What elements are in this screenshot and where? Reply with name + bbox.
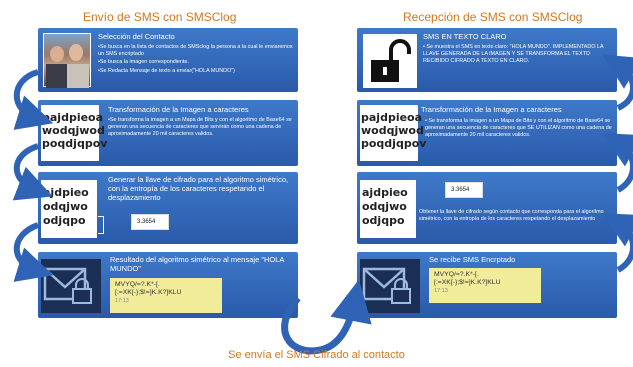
contact-photo	[43, 33, 91, 88]
left-arrow-3	[13, 222, 54, 282]
send-step-generate-key: ajdpieo odqjwo odjqpo Generar la llave d…	[38, 172, 298, 244]
receive-step-get-key: ajdpieo odqjwo odjqpo 3.3654 Obtener la …	[357, 172, 617, 244]
left-arrow-1	[13, 69, 54, 130]
sms-ciphertext: MVYQ/=?.K*-[.[:=XK[-};$!=]K.K?]KLU	[115, 281, 182, 296]
send-step2-text: •Se transforma la imagen a un Mapa de Bi…	[108, 117, 292, 137]
send-step-select-contact: Selección del Contacto •Se busca en la l…	[38, 28, 298, 92]
char-line: odjqpo	[43, 214, 86, 227]
send-title: Envío de SMS con SMSClog	[83, 10, 237, 24]
receive-step1-header: SMS EN TEXTO CLARO	[423, 32, 507, 41]
char-line: poqdjqpov	[42, 137, 108, 150]
send-step1-bullet-1: •Se busca en la lista de contactos de SM…	[98, 44, 293, 57]
send-step4-header: Resultado del algoritmo simétrico al men…	[110, 255, 284, 273]
char-line: ajdpieo	[362, 186, 408, 199]
sms-bubble: MVYQ/=?.K*-[.[:=XK[-};$!=]K.K?]KLU 17:13	[429, 268, 541, 303]
char-line: wodqjwod	[42, 124, 105, 137]
char-line: poqdjqpov	[361, 137, 427, 150]
send-step1-header: Selección del Contacto	[98, 32, 175, 41]
receive-title: Recepción de SMS con SMSClog	[403, 10, 583, 24]
footer-caption: Se envía el SMS Cifrado al contacto	[228, 349, 405, 361]
char-line: odqjwo	[43, 200, 88, 213]
receive-step-plaintext: SMS EN TEXTO CLARO • Se muestra el SMS e…	[357, 28, 617, 92]
right-arrow-2	[602, 133, 633, 193]
char-image	[360, 105, 418, 161]
send-step-image-to-chars: pajdpieoa wodqjwod poqdjqpov Transformac…	[38, 100, 298, 166]
right-arrow-3	[602, 54, 633, 111]
unlocked-padlock-icon	[363, 34, 417, 88]
send-step3-header: Generar la llave de cifrado para el algo…	[108, 175, 289, 202]
send-step2-header: Transformación de la Imagen a caracteres	[108, 105, 249, 114]
sms-time: 17:13	[115, 298, 129, 304]
sms-bubble: MVYQ/=?.K*-[.[:=XK[-};$!=]K.K?]KLU 17:13	[110, 278, 222, 313]
receive-step3-text: Obtener la llave de cifrado según contac…	[419, 209, 604, 222]
char-line: pajdpieoa	[42, 111, 104, 124]
receive-step4-header: Se recibe SMS Encrptado	[429, 255, 516, 264]
receive-step-encrypted-sms: Se recibe SMS Encrptado MVYQ/=?.K*-[.[:=…	[357, 252, 617, 318]
receive-step-image-to-chars: pajdpieoa wodqjwod poqdjqpov Transformac…	[357, 100, 617, 166]
sms-time: 17:13	[434, 288, 448, 294]
receive-step2-text: • Se transforma la imagen a un Mapa de B…	[425, 118, 612, 138]
char-line: ajdpieo	[43, 186, 89, 199]
key-value: 3.3654	[131, 214, 169, 230]
send-step1-bullet-2: •Se busca la imagen correspondiente.	[98, 59, 189, 65]
char-line: pajdpieoa	[361, 111, 423, 124]
char-line: odqjwo	[362, 200, 407, 213]
bracket	[98, 216, 104, 234]
key-value: 3.3654	[445, 182, 483, 198]
send-step-encrypt-result: Resultado del algoritmo simétrico al men…	[38, 252, 298, 318]
receive-step1-bullet-1: • Se muestra el SMS en texto claro: "HOL…	[423, 44, 604, 64]
left-arrow-2	[12, 143, 53, 201]
receive-column: SMS EN TEXTO CLARO • Se muestra el SMS e…	[357, 0, 633, 340]
bottom-arrow	[281, 279, 372, 355]
send-step1-bullet-3: •Se Redacta Mensaje de texto a enviar("H…	[98, 68, 235, 74]
right-arrow-1	[602, 213, 633, 273]
sms-ciphertext: MVYQ/=?.K*-[.[:=XK[-};$!=]K.K?]KLU	[434, 271, 501, 286]
char-line: wodqjwod	[361, 124, 424, 137]
receive-step2-header: Transformación de la Imagen a caracteres	[421, 105, 562, 114]
send-column: Selección del Contacto •Se busca en la l…	[38, 0, 338, 340]
char-line: odjqpo	[362, 214, 405, 227]
char-image	[360, 180, 416, 238]
